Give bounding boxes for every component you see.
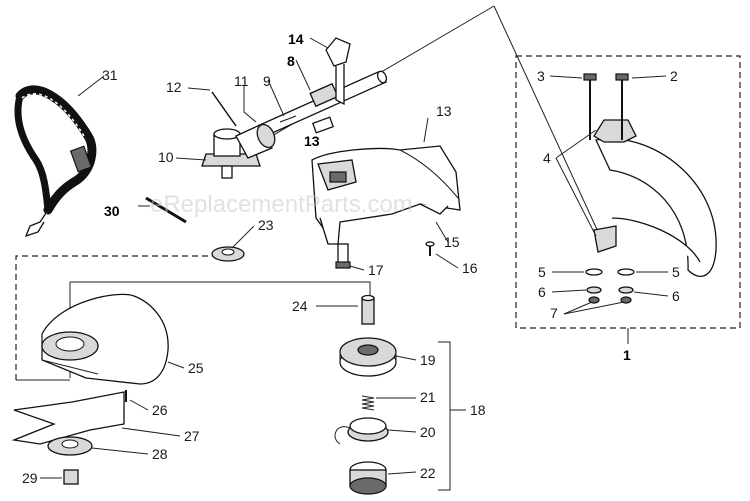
washer-23 — [211, 246, 245, 262]
callout-11: 11 — [234, 73, 249, 89]
callout-6-left: 6 — [538, 284, 546, 300]
callout-2: 2 — [670, 68, 678, 84]
callout-20: 20 — [420, 424, 436, 440]
washer-28 — [47, 436, 93, 456]
watermark: eReplacementParts.com — [150, 191, 413, 218]
grass-guard — [41, 293, 169, 385]
screw-17 — [335, 243, 351, 269]
callout-4: 4 — [543, 150, 551, 166]
callout-10: 10 — [158, 149, 174, 165]
shaft-center-line — [70, 281, 371, 298]
callout-15: 15 — [444, 234, 460, 250]
callout-13-shield: 13 — [436, 103, 452, 119]
callout-17: 17 — [368, 262, 384, 278]
debris-shield — [311, 145, 461, 245]
spring-21 — [361, 395, 375, 411]
spacer-24 — [361, 294, 375, 325]
gear-head — [201, 123, 276, 179]
callout-3: 3 — [537, 68, 545, 84]
pin-30 — [145, 196, 187, 224]
callout-31: 31 — [102, 67, 118, 83]
handle-screw-3 — [583, 73, 597, 140]
callout-6-right: 6 — [672, 288, 680, 304]
callout-14: 14 — [288, 31, 304, 47]
callout-19: 19 — [420, 352, 436, 368]
callout-26: 26 — [152, 402, 168, 418]
group-18-bracket — [438, 341, 451, 491]
callout-21: 21 — [420, 389, 436, 405]
callout-22: 22 — [420, 465, 436, 481]
callout-23: 23 — [258, 217, 274, 233]
screw-12 — [211, 91, 237, 127]
callout-28: 28 — [152, 446, 168, 462]
clip-11 — [243, 92, 257, 123]
shoulder-strap — [14, 85, 97, 238]
lower-assembly-bracket — [15, 255, 228, 380]
callout-18: 18 — [470, 402, 486, 418]
callout-12: 12 — [166, 79, 182, 95]
handle-screw-2 — [615, 73, 629, 140]
spool-20 — [334, 417, 389, 445]
blade-27 — [11, 391, 125, 445]
callout-13-plate: 13 — [304, 133, 320, 149]
callout-27: 27 — [184, 428, 200, 444]
callout-8: 8 — [287, 53, 295, 69]
callout-1: 1 — [623, 347, 631, 363]
callout-29: 29 — [22, 470, 38, 486]
callout-5-right: 5 — [672, 264, 680, 280]
callout-9: 9 — [263, 73, 271, 89]
clamp-14 — [325, 37, 351, 106]
nut-29 — [63, 469, 79, 485]
callout-24: 24 — [292, 298, 308, 314]
callout-7: 7 — [550, 305, 558, 321]
callout-25: 25 — [188, 360, 204, 376]
trimmer-head-19 — [339, 337, 397, 377]
label-plate-13 — [311, 116, 335, 134]
handle-assembly — [593, 119, 717, 277]
bump-knob-22 — [349, 461, 387, 495]
handle-assembly-box — [515, 55, 741, 329]
callout-5-left: 5 — [538, 264, 546, 280]
callout-30: 30 — [104, 203, 120, 219]
screw-16 — [425, 241, 435, 256]
handle-washers — [585, 268, 635, 304]
callout-16: 16 — [462, 260, 478, 276]
